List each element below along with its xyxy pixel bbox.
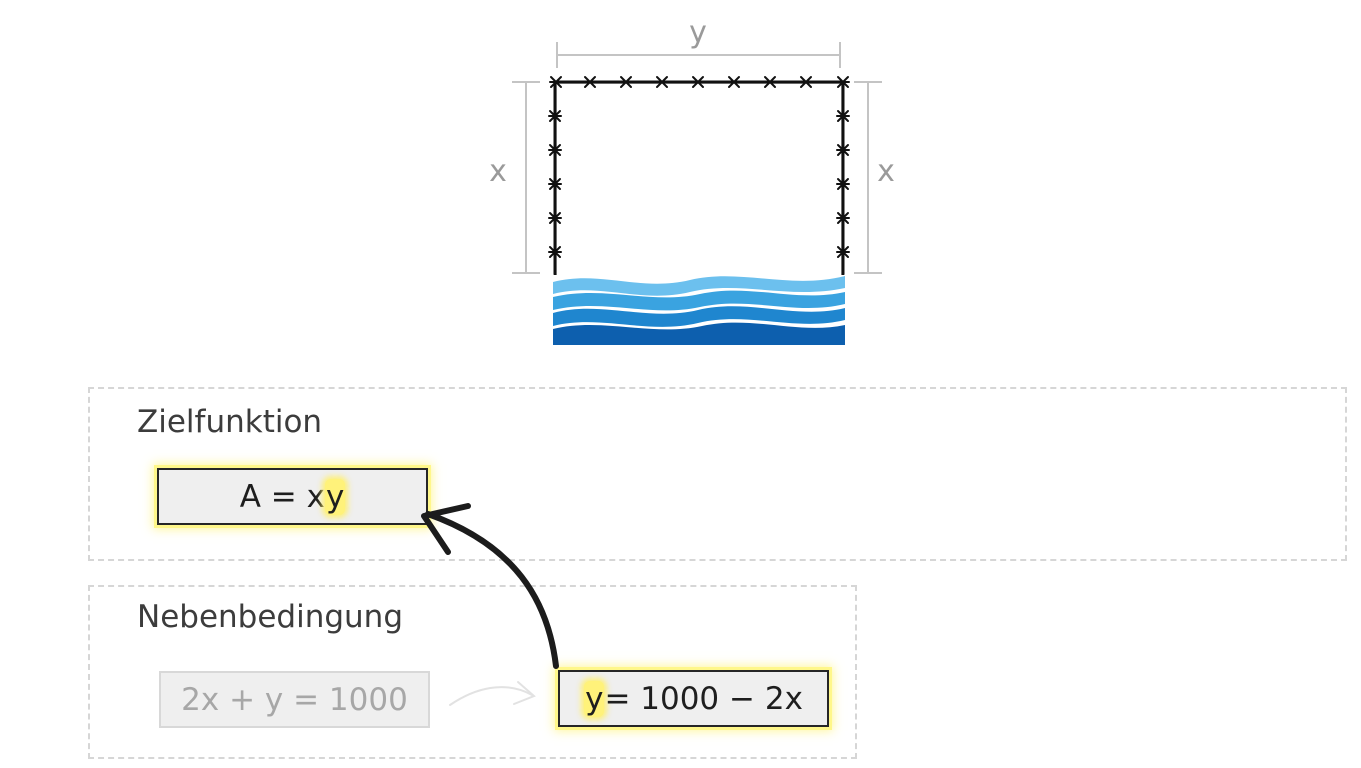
label-left-x: x: [489, 154, 507, 189]
objective-formula-var: y: [324, 478, 346, 515]
constraint-title: Nebenbedingung: [137, 599, 403, 635]
dimension-right: [854, 81, 882, 274]
barbed-wire-fence: [553, 80, 845, 276]
dimension-left: [512, 81, 540, 274]
objective-formula-prefix: A = x: [239, 478, 325, 515]
fence-diagram: y x x: [489, 15, 895, 345]
label-top-y: y: [689, 15, 707, 50]
water-icon: [553, 275, 845, 345]
constraint-solved-rest: = 1000 − 2x: [604, 680, 803, 717]
objective-panel: [88, 387, 1347, 561]
fence-barbs: [548, 76, 850, 258]
label-right-x: x: [877, 154, 895, 189]
constraint-original-formula: 2x + y = 1000: [159, 671, 430, 728]
constraint-solved-formula: y = 1000 − 2x: [558, 670, 829, 727]
objective-title: Zielfunktion: [137, 404, 323, 440]
dimension-top: [556, 42, 841, 68]
constraint-solved-var: y: [584, 680, 605, 717]
